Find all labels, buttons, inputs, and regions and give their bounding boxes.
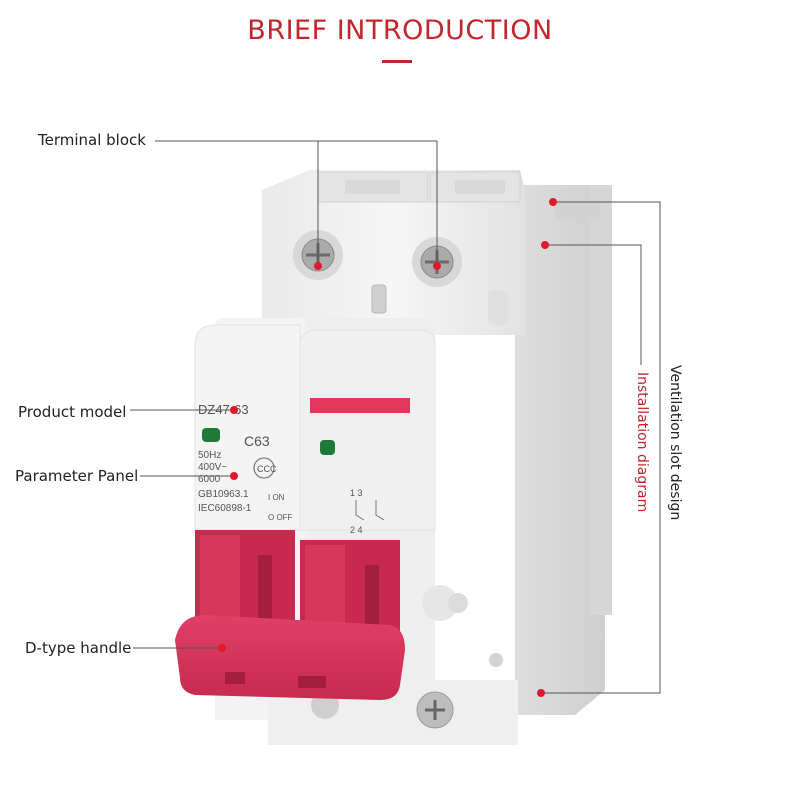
rating-print: C63: [244, 433, 270, 449]
marker-dots: [218, 198, 557, 697]
ccc-mark-icon: [253, 457, 275, 479]
label-installation-diagram: Installation diagram: [634, 372, 650, 513]
label-d-type-handle: D-type handle: [25, 639, 132, 657]
title-underline: [382, 60, 412, 63]
off-print: O OFF: [268, 513, 293, 522]
indicator-window-right: [320, 440, 335, 455]
voltage-print: 400V~: [198, 462, 227, 473]
marker-parameter-panel: [230, 472, 238, 480]
marker-product-model: [230, 406, 238, 414]
capacity-print: 6000: [198, 474, 221, 485]
d-type-handle: [175, 530, 405, 700]
terminal-block: [262, 170, 525, 335]
label-product-model: Product model: [18, 403, 127, 421]
standard-1-print: GB10963.1: [198, 489, 249, 500]
frequency-print: 50Hz: [198, 450, 221, 461]
accent-stripe: [310, 398, 410, 413]
marker-installation: [541, 241, 549, 249]
top-poles-print: 1 3: [350, 488, 363, 498]
marker-ventilation-top: [549, 198, 557, 206]
indicator-window-left: [202, 428, 220, 442]
marker-terminal-left: [314, 262, 322, 270]
bottom-poles-print: 2 4: [350, 525, 363, 535]
page-title: BRIEF INTRODUCTION: [247, 15, 553, 46]
ccc-mark-text: CCC: [257, 464, 277, 474]
leader-lines: [130, 140, 661, 694]
standard-2-print: IEC60898-1: [198, 503, 252, 514]
breaker-side: [515, 185, 612, 715]
marker-handle: [218, 644, 226, 652]
marker-terminal-right: [433, 262, 441, 270]
label-ventilation-slot-design: Ventilation slot design: [667, 365, 683, 521]
marker-ventilation-bottom: [537, 689, 545, 697]
label-parameter-panel: Parameter Panel: [15, 467, 139, 485]
on-print: I ON: [268, 493, 285, 502]
label-terminal-block: Terminal block: [38, 131, 146, 149]
